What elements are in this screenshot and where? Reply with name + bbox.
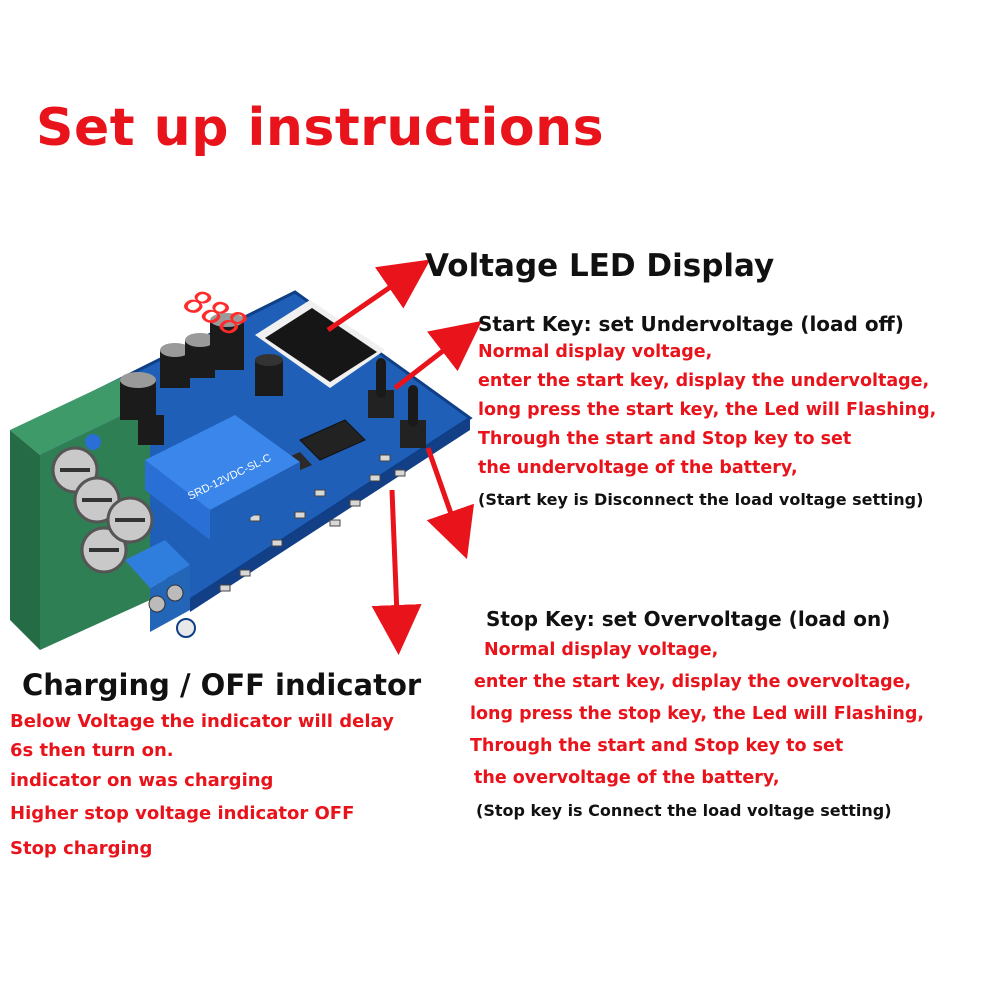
blue-terminal-block [125,540,190,632]
start-key-line: Normal display voltage, [478,342,713,362]
ic-chip [299,419,366,461]
start-key-line: long press the start key, the Led will F… [478,400,937,420]
stop-key-button [400,385,426,448]
start-key-button [368,358,394,418]
mounting-hole [176,618,196,638]
smd-components [219,454,406,592]
stop-key-line: enter the start key, display the overvol… [474,672,912,692]
indicator-line: Higher stop voltage indicator OFF [10,803,355,824]
indicator-line: indicator on was charging [10,770,274,791]
display-heading: Voltage LED Display [425,248,775,284]
stop-key-line: the overvoltage of the battery, [474,768,780,788]
stop-key-note: (Stop key is Connect the load voltage se… [476,801,892,820]
indicator-line: Below Voltage the indicator will delay [10,711,394,732]
screw-terminal-block [10,378,154,650]
capacitors [85,313,283,450]
indicator-line: 6s then turn on. [10,740,174,761]
page-title: Set up instructions [36,98,605,158]
start-key-note: (Start key is Disconnect the load voltag… [478,490,924,509]
stop-key-line: Through the start and Stop key to set [470,736,844,756]
indicator-line: Stop charging [10,838,153,859]
start-key-line: enter the start key, display the undervo… [478,371,930,391]
indicator-heading: Charging / OFF indicator [22,668,422,702]
relay: SRD-12VDC-SL-C [145,415,300,540]
start-key-line: Through the start and Stop key to set [478,429,852,449]
start-key-section: Start Key: set Undervoltage (load off) N… [478,310,936,517]
stop-key-line: long press the stop key, the Led will Fl… [470,704,925,724]
start-key-line: the undervoltage of the battery, [478,458,798,478]
stop-key-heading: Stop Key: set Overvoltage (load on) [486,607,891,631]
stop-key-line: Normal display voltage, [484,640,719,660]
indicator-section: Charging / OFF indicator Below Voltage t… [10,664,421,866]
start-key-heading: Start Key: set Undervoltage (load off) [478,312,904,336]
stop-key-section: Stop Key: set Overvoltage (load on) Norm… [470,604,924,828]
callout-arrows [326,259,482,655]
